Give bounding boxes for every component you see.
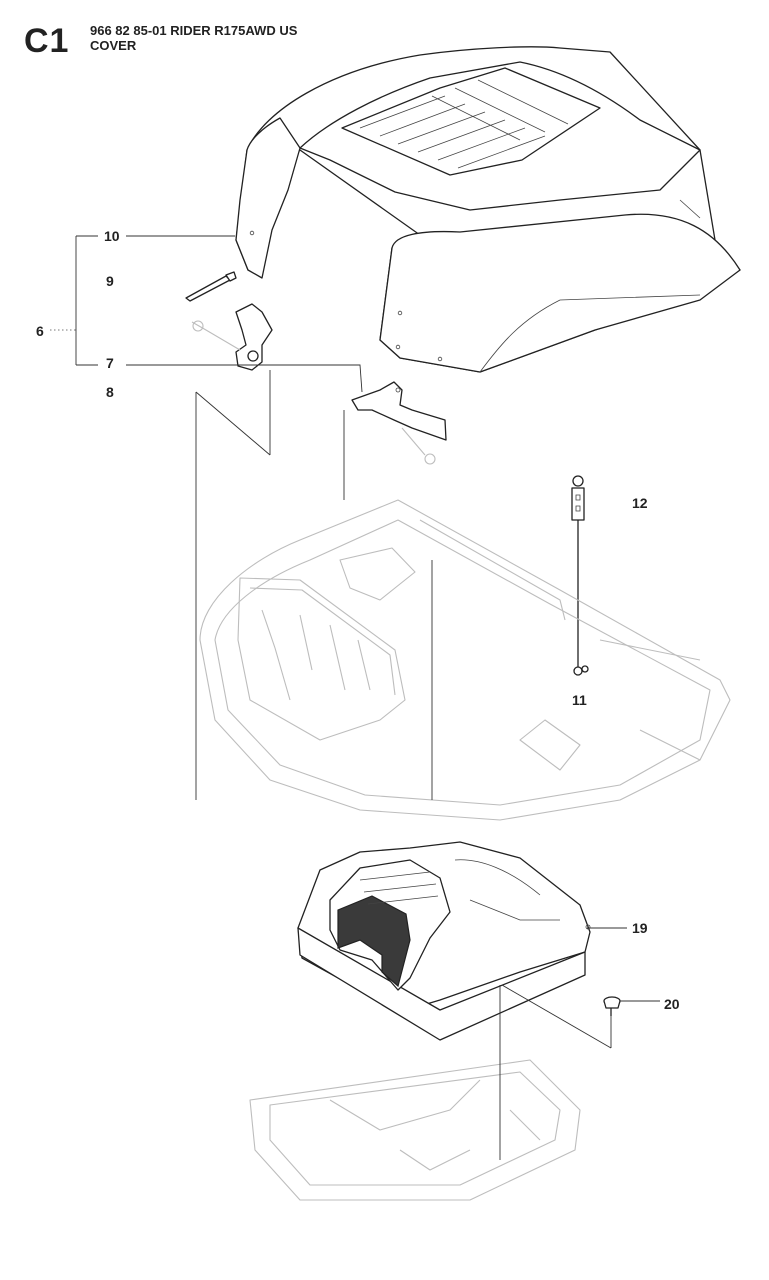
model-title: 966 82 85-01 RIDER R175AWD US [90,23,298,38]
section-code: C1 [24,22,70,60]
pin-part [185,271,237,302]
engine-cover-part [297,841,591,1041]
chassis-frame-ghost [199,499,731,821]
callout-6: 6 [36,323,44,339]
callout-8: 8 [106,384,114,400]
support-rod-part [571,475,589,676]
right-bracket-part [351,381,447,465]
callout-7: 7 [106,355,114,371]
hood-cover-part [235,46,741,373]
leader-lines [50,235,660,1160]
callout-9: 9 [106,273,114,289]
callout-12: 12 [632,495,648,511]
callout-11: 11 [572,692,587,708]
lower-tray-ghost [249,1059,581,1201]
left-bracket-part [191,303,273,371]
callout-19: 19 [632,920,648,936]
callout-20: 20 [664,996,680,1012]
assembly-title: COVER [90,38,137,53]
callout-10: 10 [104,228,120,244]
knob-part [603,996,621,1016]
